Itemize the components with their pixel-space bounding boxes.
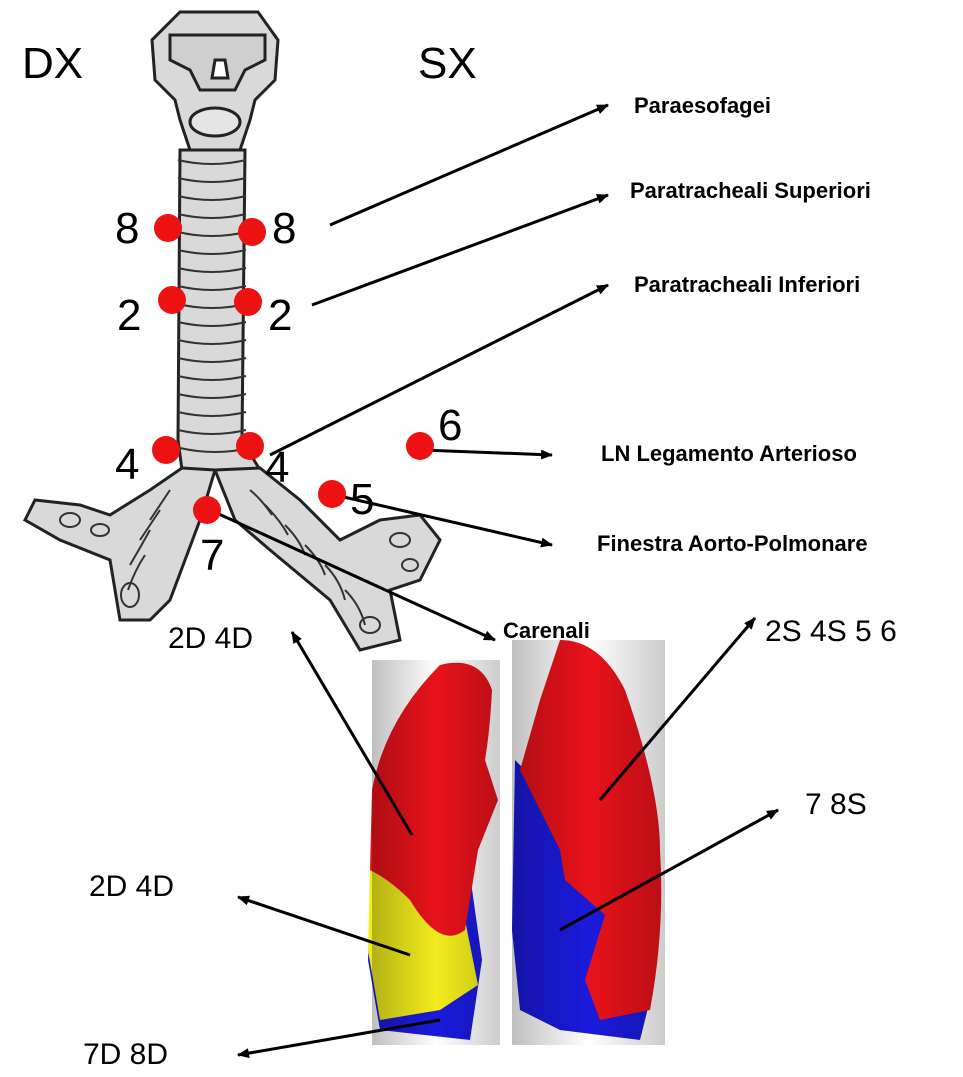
node-5 — [318, 480, 346, 508]
label-ln-legamento-arterioso: LN Legamento Arterioso — [601, 443, 857, 465]
station-2-dx: 2 — [117, 294, 141, 338]
label-left-lower-lobe: 7 8S — [805, 790, 867, 820]
node-6 — [406, 432, 434, 460]
node-4-sx — [236, 432, 264, 460]
arrow-paraesofagei — [330, 105, 608, 225]
label-paratracheali-inferiori: Paratracheali Inferiori — [634, 274, 860, 296]
station-5: 5 — [350, 478, 374, 522]
side-label-dx: DX — [22, 42, 83, 86]
arrow-paratracheali-sup — [312, 195, 608, 305]
trachea-illustration — [25, 12, 440, 650]
arrow-legamento — [422, 450, 552, 455]
station-2-sx: 2 — [268, 294, 292, 338]
right-lung-3d — [368, 660, 500, 1045]
station-4-sx: 4 — [265, 446, 289, 490]
node-2-sx — [234, 288, 262, 316]
label-right-lower-lobe: 7D 8D — [83, 1040, 168, 1070]
station-7: 7 — [200, 534, 224, 578]
label-paratracheali-superiori: Paratracheali Superiori — [630, 180, 871, 202]
node-2-dx — [158, 286, 186, 314]
node-4-dx — [152, 436, 180, 464]
station-4-dx: 4 — [115, 443, 139, 487]
node-8-sx — [238, 218, 266, 246]
label-right-middle-lobe: 2D 4D — [89, 872, 174, 902]
left-lung-3d — [512, 640, 665, 1045]
label-finestra-aorto-polmonare: Finestra Aorto-Polmonare — [597, 533, 868, 555]
side-label-sx: SX — [418, 42, 477, 86]
node-8-dx — [154, 214, 182, 242]
label-paraesofagei: Paraesofagei — [634, 95, 771, 117]
label-carenali: Carenali — [503, 620, 590, 642]
label-left-upper-lobe: 2S 4S 5 6 — [765, 617, 897, 647]
right-main-bronchus — [25, 468, 215, 620]
node-7 — [193, 496, 221, 524]
label-right-upper-lobe: 2D 4D — [168, 624, 253, 654]
station-8-sx: 8 — [272, 207, 296, 251]
station-6: 6 — [438, 404, 462, 448]
station-8-dx: 8 — [115, 207, 139, 251]
